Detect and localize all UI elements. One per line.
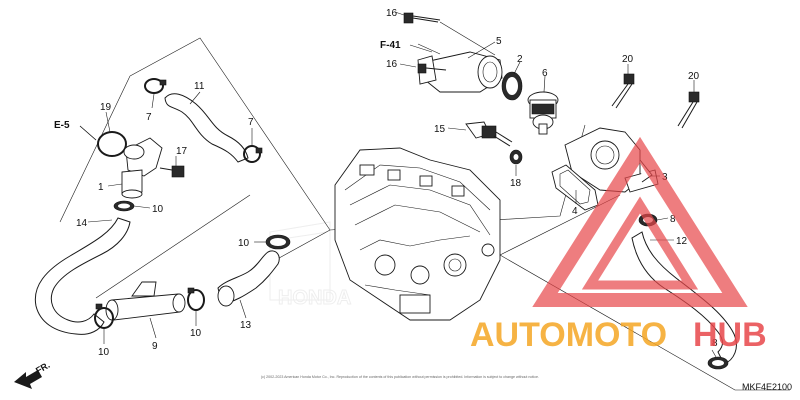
hose-11 bbox=[164, 93, 249, 163]
callout-10c: 10 bbox=[190, 328, 202, 339]
ref-f41: F-41 bbox=[380, 40, 401, 51]
callout-8a: 8 bbox=[670, 214, 676, 225]
ref-e5: E-5 bbox=[54, 120, 70, 131]
callout-10a: 10 bbox=[152, 204, 164, 215]
water-joint-elbow bbox=[121, 137, 163, 199]
hose-13 bbox=[217, 250, 280, 307]
copyright-text: (c) 2002-2023 American Honda Motor Co., … bbox=[261, 375, 539, 379]
water-pipe-9 bbox=[105, 281, 186, 321]
callout-10d: 10 bbox=[98, 347, 110, 358]
hose-clamp-10-pipe-right bbox=[187, 287, 205, 311]
temperature-sensor bbox=[465, 121, 513, 147]
hose-clamp-7-upper bbox=[144, 78, 167, 94]
callout-12: 12 bbox=[676, 236, 688, 247]
bolt-20-right bbox=[677, 91, 700, 129]
watermark-brand-1: AUTOMOTO bbox=[470, 316, 667, 354]
thermostat bbox=[527, 91, 559, 135]
callout-4: 4 bbox=[572, 206, 578, 217]
callout-15: 15 bbox=[434, 124, 446, 135]
callout-5: 5 bbox=[496, 36, 502, 47]
bolt-16-upper bbox=[403, 12, 441, 24]
watermark-logo: AUTOMOTO HUB bbox=[470, 136, 767, 354]
filler-neck bbox=[417, 51, 503, 93]
bolt-16-lower bbox=[417, 63, 447, 74]
callout-20a: 20 bbox=[622, 54, 634, 65]
callout-17: 17 bbox=[176, 146, 188, 157]
callout-16a: 16 bbox=[386, 8, 398, 19]
arrow-f41-icon bbox=[409, 44, 433, 53]
arrow-e5-icon bbox=[79, 125, 97, 141]
callout-2: 2 bbox=[517, 54, 523, 65]
callout-10b: 10 bbox=[238, 238, 250, 249]
hose-clamp-10-center bbox=[265, 234, 291, 250]
hose-14 bbox=[34, 217, 131, 335]
bolt-17 bbox=[159, 165, 185, 178]
warning-triangle-icon bbox=[532, 136, 748, 307]
watermark-brand-2: HUB bbox=[693, 316, 767, 354]
front-arrow-label: FR. bbox=[34, 360, 52, 376]
engine-block bbox=[334, 147, 501, 321]
callout-20b: 20 bbox=[688, 71, 700, 82]
hose-clamp-8-lower bbox=[707, 356, 729, 370]
callout-9: 9 bbox=[152, 341, 158, 352]
bolt-20-left bbox=[611, 73, 635, 109]
callout-1: 1 bbox=[98, 182, 104, 193]
callout-18: 18 bbox=[510, 178, 522, 189]
callout-13: 13 bbox=[240, 320, 252, 331]
callout-8b: 8 bbox=[712, 338, 718, 349]
o-ring-19 bbox=[97, 131, 127, 157]
svg-text:HONDA: HONDA bbox=[278, 287, 351, 309]
o-ring-2 bbox=[501, 71, 523, 101]
callout-19: 19 bbox=[100, 102, 112, 113]
callout-6: 6 bbox=[542, 68, 548, 79]
callout-7b: 7 bbox=[248, 117, 254, 128]
callout-14: 14 bbox=[76, 218, 88, 229]
washer-18 bbox=[509, 149, 523, 165]
diagram-code: MKF4E2100 bbox=[742, 382, 792, 392]
callout-7a: 7 bbox=[146, 112, 152, 123]
hose-clamp-10-left bbox=[113, 200, 135, 212]
callout-16b: 16 bbox=[386, 59, 398, 70]
front-arrow-icon: FR. bbox=[14, 360, 52, 389]
callout-11: 11 bbox=[194, 81, 205, 92]
